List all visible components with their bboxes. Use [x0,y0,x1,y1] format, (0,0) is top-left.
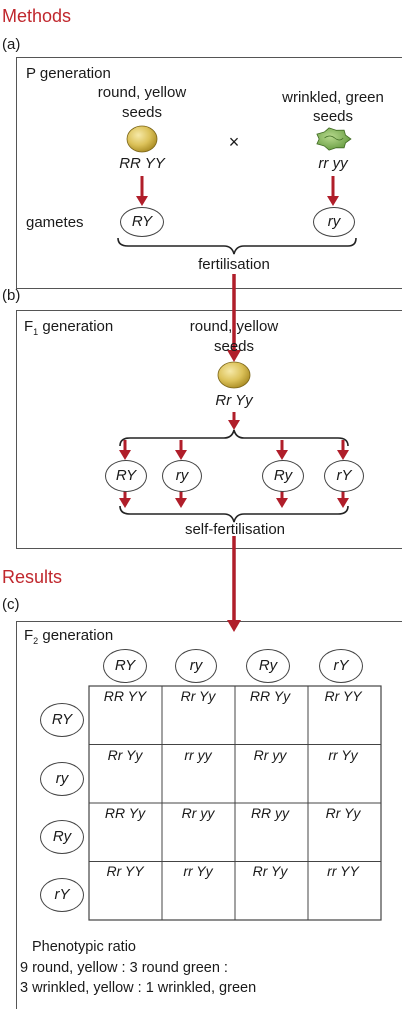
p1-genotype: RR YY [119,155,165,172]
ratio-line1: 9 round, yellow : 3 round green : [20,960,228,976]
arrowhead-p2 [327,196,339,206]
f2-row-gamete-RY: RY [40,703,84,737]
f2-col-gamete-rY: rY [319,649,363,683]
fertilisation-brace [117,237,357,255]
punnett-cell-genotype: RR Yy [249,688,291,704]
f2-row-gamete-rY: rY [40,878,84,912]
f1-gamete-arrows [119,440,349,508]
punnett-cell-genotype: rr yy [184,747,212,763]
self-fertilisation-brace [119,505,349,523]
f1-gamete-brace [119,429,349,447]
f2-col-gamete-ry: ry [175,649,217,683]
punnett-cell-genotype: rr Yy [328,747,358,763]
f1-generation-title: F1 generation [24,318,114,337]
p2-phenotype-line1: wrinkled, green [282,89,384,106]
punnett-cell-genotype: RR Yy [104,805,146,821]
f2-generation-title: F2 generation [24,627,114,646]
p-gamete-ry: ry [313,207,355,237]
p1-phenotype-line1: round, yellow [97,84,187,101]
punnett-cell-genotype: Rr Yy [325,805,361,821]
panel-b-label: (b) [2,287,21,304]
f1-seed-round-yellow [217,361,251,389]
punnett-cell-genotype: Rr YY [106,863,144,879]
f1-gamete-Ry: Ry [262,460,304,492]
punnett-cell-genotype: rr YY [327,863,359,879]
f1-gamete-ry: ry [162,460,202,492]
ratio-line2: 3 wrinkled, yellow : 1 wrinkled, green [20,980,257,996]
punnett-cell-genotype: Rr Yy [252,863,288,879]
f1-genotype: Rr Yy [215,392,253,409]
punnett-cell-genotype: Rr yy [253,747,287,763]
panel-a-label: (a) [2,36,21,53]
arrowhead-b-to-c [227,620,241,632]
p1-seed-round-yellow [126,125,158,153]
p-generation-title: P generation [26,65,111,82]
p2-phenotype-line2: seeds [312,108,354,125]
f2-row-gamete-ry: ry [40,762,84,796]
fertilisation-label: fertilisation [198,256,270,273]
p2-genotype: rr yy [318,155,348,172]
punnett-cell-genotype: Rr YY [324,688,362,704]
results-heading: Results [2,567,63,587]
p-gamete-RY: RY [120,207,164,237]
f2-row-gamete-Ry: Ry [40,820,84,854]
punnett-cell-genotype: RR YY [103,688,147,704]
panel-b-box [16,310,402,549]
f1-phenotype-line1: round, yellow [189,318,279,335]
punnett-cell-genotype: Rr Yy [107,747,143,763]
punnett-grid [88,685,382,921]
ratio-title: Phenotypic ratio [32,939,136,955]
f2-col-gamete-Ry: Ry [246,649,290,683]
methods-heading: Methods [2,6,72,26]
f1-gamete-rY: rY [324,460,364,492]
arrowhead-a-to-b [227,350,241,362]
cross-symbol: × [228,132,240,152]
punnett-cell-genotype: RR yy [250,805,290,821]
arrowhead-p1 [136,196,148,206]
panel-a-box [16,57,402,289]
p1-phenotype-line2: seeds [121,104,163,121]
self-fertilisation-label: self-fertilisation [184,521,286,538]
f1-gamete-RY: RY [105,460,147,492]
p2-seed-wrinkled-green [316,127,352,151]
panel-c-label: (c) [2,596,20,613]
gametes-label: gametes [26,214,84,231]
punnett-cell-genotype: rr Yy [183,863,213,879]
f1-phenotype-line2: seeds [213,338,255,355]
punnett-cell-genotype: Rr yy [181,805,215,821]
punnett-cell-genotype: Rr Yy [180,688,216,704]
f2-col-gamete-RY: RY [103,649,147,683]
